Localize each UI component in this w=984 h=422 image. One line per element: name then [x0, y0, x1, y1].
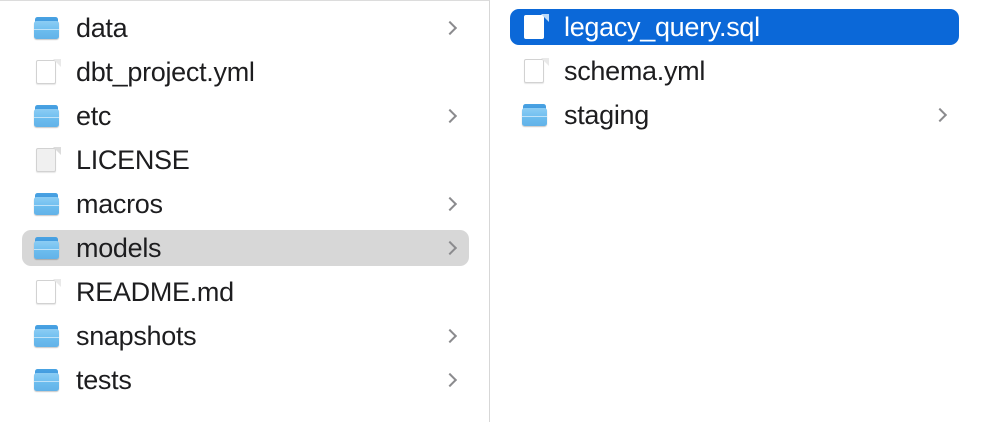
file-row[interactable]: models: [22, 230, 469, 266]
file-row-label: snapshots: [76, 321, 197, 351]
chevron-right-icon[interactable]: [444, 371, 455, 389]
file-row[interactable]: snapshots: [22, 318, 469, 354]
chevron-right-icon: [444, 283, 455, 301]
file-row[interactable]: dbt_project.yml: [22, 54, 469, 90]
file-row[interactable]: legacy_query.sql: [510, 9, 959, 45]
chevron-right-icon[interactable]: [444, 107, 455, 125]
file-row-label: legacy_query.sql: [564, 12, 760, 42]
chevron-right-icon[interactable]: [444, 19, 455, 37]
chevron-right-icon[interactable]: [934, 106, 945, 124]
file-row-label: macros: [76, 189, 163, 219]
file-row[interactable]: LICENSE: [22, 142, 469, 178]
document-icon: [522, 58, 549, 83]
folder-icon: [34, 104, 60, 128]
document-icon: [34, 59, 61, 84]
folder-icon: [34, 236, 60, 260]
folder-icon: [34, 368, 60, 392]
chevron-right-icon: [444, 63, 455, 81]
file-row[interactable]: schema.yml: [510, 53, 959, 89]
file-row-label: models: [76, 233, 162, 263]
file-row[interactable]: macros: [22, 186, 469, 222]
chevron-right-icon[interactable]: [444, 195, 455, 213]
folder-icon: [34, 324, 60, 348]
file-row[interactable]: data: [22, 10, 469, 46]
file-list-child: legacy_query.sql schema.yml staging: [490, 9, 983, 141]
file-row[interactable]: tests: [22, 362, 469, 398]
chevron-right-icon: [444, 151, 455, 169]
folder-icon: [522, 103, 548, 127]
document-icon: [34, 147, 61, 172]
finder-column-child[interactable]: legacy_query.sql schema.yml staging: [490, 0, 983, 422]
chevron-right-icon[interactable]: [444, 327, 455, 345]
folder-icon: [34, 192, 60, 216]
file-row[interactable]: README.md: [22, 274, 469, 310]
file-row[interactable]: staging: [510, 97, 959, 133]
document-icon: [522, 14, 549, 39]
file-row-label: dbt_project.yml: [76, 57, 255, 87]
chevron-right-icon[interactable]: [444, 239, 455, 257]
file-row-label: tests: [76, 365, 132, 395]
file-row[interactable]: etc: [22, 98, 469, 134]
chevron-right-icon: [934, 18, 945, 36]
file-row-label: staging: [564, 100, 649, 130]
folder-icon: [34, 16, 60, 40]
file-row-label: LICENSE: [76, 145, 190, 175]
file-row-label: schema.yml: [564, 56, 706, 86]
chevron-right-icon: [934, 62, 945, 80]
file-row-label: README.md: [76, 277, 234, 307]
file-row-label: data: [76, 13, 128, 43]
file-row-label: etc: [76, 101, 112, 131]
document-icon: [34, 279, 61, 304]
